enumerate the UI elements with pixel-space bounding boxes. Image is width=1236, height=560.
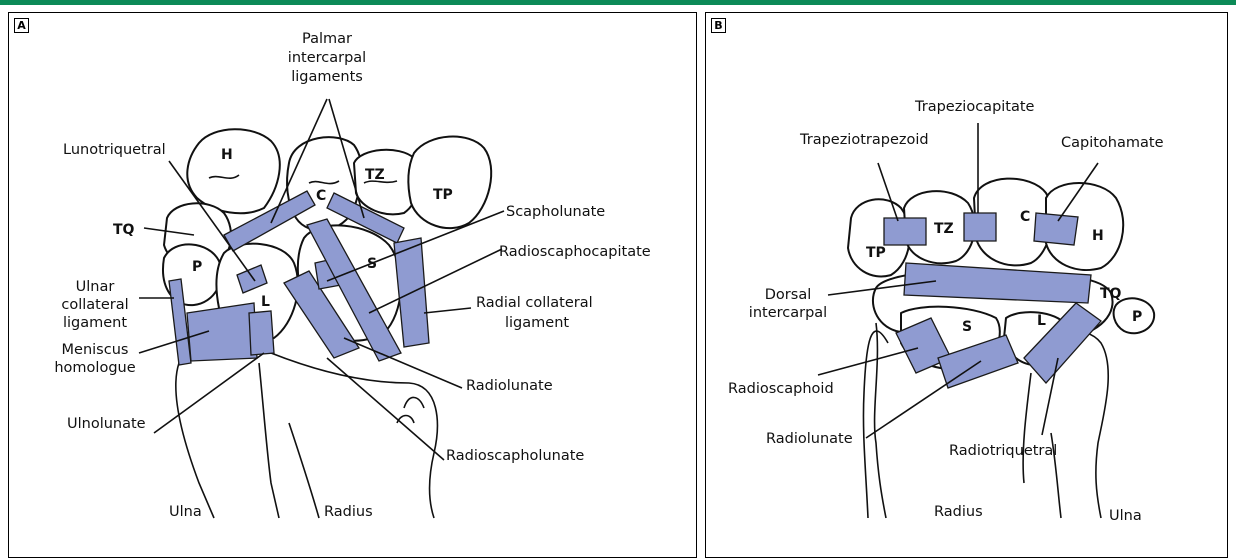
bone-label-tp: TP (866, 245, 886, 261)
trapeziotrapezoid-ligament (884, 218, 926, 245)
radius-bone (271, 353, 437, 518)
bone-label-h: H (221, 147, 233, 163)
bone-label-s: S (962, 319, 972, 335)
label-ulna: Ulna (169, 504, 202, 520)
accent-bar (0, 0, 1236, 5)
label-meniscus-line2: homologue (54, 360, 135, 376)
label-radial-collateral-line1: Radial collateral (476, 295, 593, 311)
bone-label-s: S (367, 256, 377, 272)
bone-label-h: H (1092, 228, 1104, 244)
bone-label-tz: TZ (934, 221, 954, 237)
label-trapeziotrapezoid: Trapeziotrapezoid (799, 132, 929, 148)
label-radial-collateral-line2: ligament (505, 315, 569, 331)
bone-label-p: P (192, 259, 202, 275)
bone-label-l: L (1037, 313, 1046, 329)
label-palmar-line1: Palmar (302, 31, 352, 47)
trapezium-bone (408, 137, 491, 229)
label-ulna: Ulna (1109, 508, 1142, 524)
label-ulnar-line1: Ulnar (76, 279, 115, 295)
label-dorsal-line1: Dorsal (765, 287, 811, 303)
leader-radial-collateral (424, 308, 471, 313)
leader-ulnolunate (154, 353, 264, 433)
leader-radiolunate (344, 338, 462, 388)
label-dorsal-line2: intercarpal (749, 305, 827, 321)
palmar-wrist-drawing: H C TZ TP P L S TQ Palmar intercarpal li… (9, 13, 697, 558)
label-capitohamate: Capitohamate (1061, 135, 1164, 151)
bone-label-l: L (261, 294, 270, 310)
bone-label-tz: TZ (365, 167, 385, 183)
label-ulnar-line2: collateral (61, 297, 128, 313)
label-radioscaphocapitate: Radioscaphocapitate (499, 244, 651, 260)
leader-radiolunate (866, 361, 981, 438)
bone-label-c: C (316, 188, 326, 204)
label-radius: Radius (324, 504, 373, 520)
label-radiolunate: Radiolunate (766, 431, 853, 447)
meniscus-homologue (187, 303, 257, 361)
panel-a-palmar-view: A (8, 12, 697, 558)
label-radioscapholunate: Radioscapholunate (446, 448, 584, 464)
label-radiolunate: Radiolunate (466, 378, 553, 394)
label-radioscaphoid: Radioscaphoid (728, 381, 834, 397)
label-scapholunate: Scapholunate (506, 204, 605, 220)
label-radiotriquetral: Radiotriquetral (949, 443, 1057, 459)
bone-label-tq: TQ (1100, 286, 1122, 302)
bone-label-tq: TQ (113, 222, 135, 238)
label-ulnar-line3: ligament (63, 315, 127, 331)
label-ulnolunate: Ulnolunate (67, 416, 146, 432)
bone-label-tp: TP (433, 187, 453, 203)
bone-label-p: P (1132, 309, 1142, 325)
hamate-bone (187, 129, 279, 213)
ulnolunate-ligament (249, 311, 274, 355)
bone-label-c: C (1020, 209, 1030, 225)
label-trapeziocapitate: Trapeziocapitate (914, 99, 1035, 115)
dorsal-wrist-drawing: TP TZ C H TQ P S L Trapeziocapitate Trap… (706, 13, 1228, 558)
label-radius: Radius (934, 504, 983, 520)
ulna-bone (176, 363, 279, 518)
capitohamate-ligament (1034, 213, 1078, 245)
label-palmar-line3: ligaments (291, 69, 363, 85)
panel-b-dorsal-view: B TP TZ C H TQ P S (705, 12, 1228, 558)
label-palmar-line2: intercarpal (288, 50, 366, 66)
label-meniscus-line1: Meniscus (62, 342, 129, 358)
trapeziocapitate-ligament (964, 213, 996, 241)
label-lunotriquetral: Lunotriquetral (63, 142, 166, 158)
